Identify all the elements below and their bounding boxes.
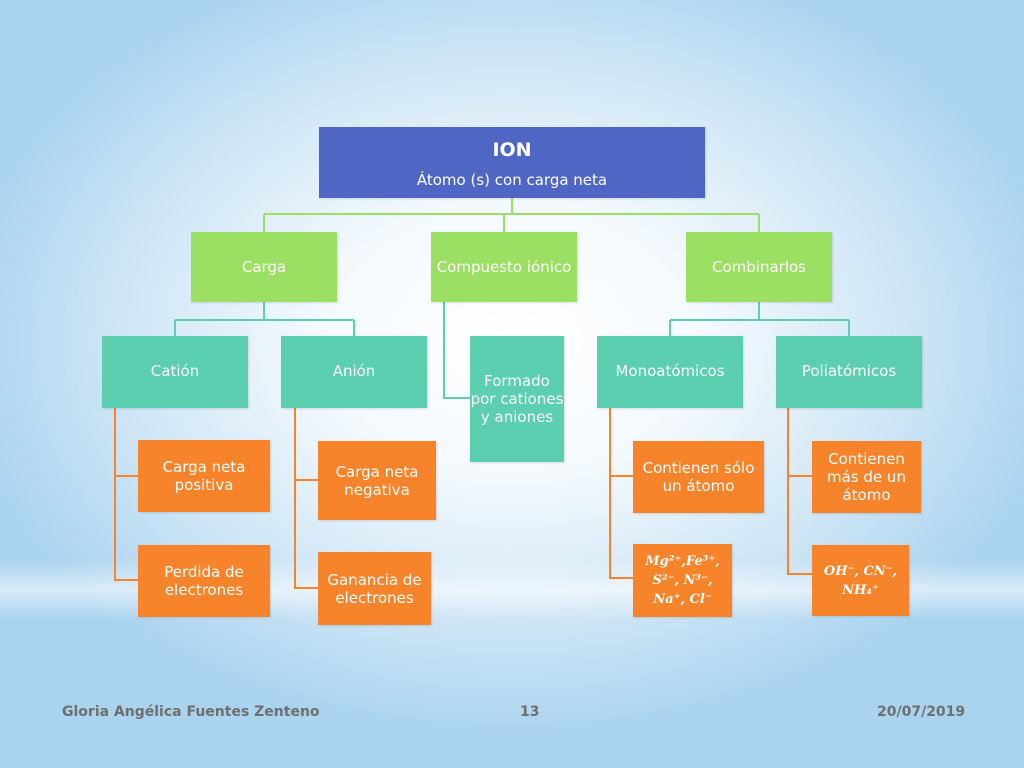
node-mono-ejemplos: Mg²⁺,Fe³⁺, S²⁻, N³⁻, Na⁺, Cl⁻ xyxy=(633,544,732,617)
node-mono-un-atomo: Contienen sólo un átomo xyxy=(633,441,764,513)
node-combinarlos: Combinarlos xyxy=(686,232,832,302)
node-cation-1-label: Carga neta positiva xyxy=(162,458,246,494)
root-subtitle: Átomo (s) con carga neta xyxy=(416,170,608,189)
node-cation-perdida: Perdida de electrones xyxy=(138,545,270,617)
root-title: ION xyxy=(492,138,532,161)
node-combinarlos-label: Combinarlos xyxy=(712,258,806,276)
node-poli-1-label: Contienen más de un átomo xyxy=(827,450,906,504)
node-formado: Formado por cationes y aniones xyxy=(470,336,564,462)
root-node-ion: ION Átomo (s) con carga neta xyxy=(319,127,705,198)
node-compuesto-label: Compuesto iónico xyxy=(436,258,572,276)
node-cation-carga-positiva: Carga neta positiva xyxy=(138,440,270,512)
node-monoatomicos: Monoatómicos xyxy=(597,336,743,408)
footer-author: Gloria Angélica Fuentes Zenteno xyxy=(62,704,320,720)
node-cation-label: Catión xyxy=(150,362,200,380)
node-anion-1-label: Carga neta negativa xyxy=(335,462,419,499)
node-mono-label: Monoatómicos xyxy=(615,362,725,380)
node-cation: Catión xyxy=(102,336,248,408)
node-anion-ganancia: Ganancia de electrones xyxy=(318,552,431,625)
node-poli-label: Poliatómicos xyxy=(801,362,897,380)
node-compuesto-ionico: Compuesto iónico xyxy=(431,232,577,302)
footer-page-number: 13 xyxy=(520,704,540,720)
node-poli-2-label: OH⁻, CN⁻, NH₄⁺ xyxy=(823,563,898,598)
node-carga: Carga xyxy=(191,232,337,302)
node-poliatomicos: Poliatómicos xyxy=(776,336,922,408)
node-mono-1-label: Contienen sólo un átomo xyxy=(642,459,755,495)
node-anion-label: Anión xyxy=(332,362,376,380)
node-anion-carga-negativa: Carga neta negativa xyxy=(318,441,436,520)
node-carga-label: Carga xyxy=(241,258,287,276)
node-poli-ejemplos: OH⁻, CN⁻, NH₄⁺ xyxy=(812,545,909,616)
node-mono-2-label: Mg²⁺,Fe³⁺, S²⁻, N³⁻, Na⁺, Cl⁻ xyxy=(645,554,720,607)
node-formado-label: Formado por cationes y aniones xyxy=(470,372,564,426)
node-anion-2-label: Ganancia de electrones xyxy=(327,570,422,607)
node-cation-2-label: Perdida de electrones xyxy=(164,563,244,599)
node-anion: Anión xyxy=(281,336,427,408)
node-poli-mas-de-un-atomo: Contienen más de un átomo xyxy=(812,441,921,513)
footer-date: 20/07/2019 xyxy=(877,704,966,720)
